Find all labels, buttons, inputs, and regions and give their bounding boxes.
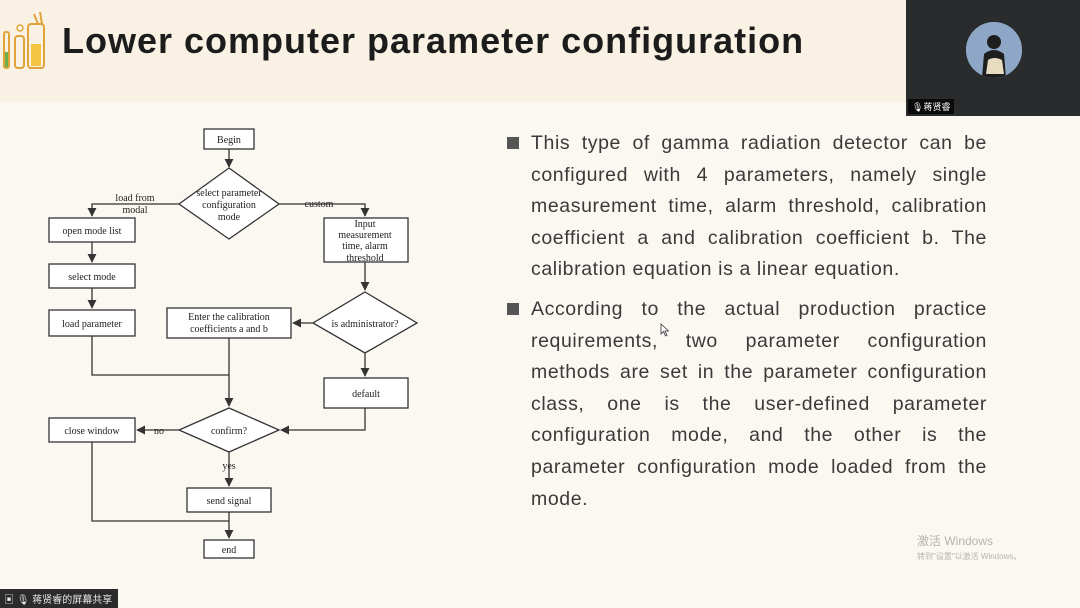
bullet-text: According to the actual production pract… bbox=[531, 297, 987, 510]
mic-icon: 🎙 bbox=[16, 595, 30, 606]
flow-calibration-node bbox=[166, 307, 292, 339]
bullet-square-icon bbox=[507, 302, 519, 315]
flow-close-window-node bbox=[48, 417, 136, 443]
flow-input-label-2: measurement bbox=[338, 230, 392, 241]
screen-share-icon: ▣ bbox=[4, 595, 14, 606]
screen-share-label: 蒋贤睿的屏幕共享 bbox=[32, 595, 113, 606]
flow-input-label-4: threshold bbox=[346, 253, 383, 264]
bullet-item: This type of gamma radiation detector ca… bbox=[507, 128, 987, 286]
bullet-item: According to the actual production pract… bbox=[507, 294, 987, 515]
participant-name-label: 🎙蒋贤睿 bbox=[908, 99, 955, 114]
flow-open-mode-list-label: open mode list bbox=[63, 226, 122, 237]
flow-input-label-3: time, alarm bbox=[342, 241, 388, 252]
flow-no-label: no bbox=[154, 426, 164, 437]
flow-begin-label: Begin bbox=[217, 135, 241, 146]
flow-load-from-label-2: modal bbox=[123, 205, 148, 216]
flow-yes-label: yes bbox=[222, 461, 235, 472]
flow-end-node bbox=[203, 539, 255, 559]
slide-header: Lower computer parameter configuration bbox=[0, 0, 1080, 102]
flow-select-mode-label: select mode bbox=[68, 272, 116, 283]
flow-end-label: end bbox=[222, 545, 236, 556]
flow-load-from-label-1: load from bbox=[115, 193, 154, 204]
flow-input-label-1: Input bbox=[354, 219, 375, 230]
watermark-line-2: 转到"设置"以激活 Windows。 bbox=[917, 552, 1022, 561]
microphone-icon: 🎙 bbox=[912, 102, 924, 112]
bullet-square-icon bbox=[507, 137, 519, 149]
flow-send-signal-node bbox=[186, 487, 272, 513]
bullet-text: This type of gamma radiation detector ca… bbox=[531, 132, 987, 281]
slide-title: Lower computer parameter configuration bbox=[62, 20, 805, 61]
flow-select-mode-diamond bbox=[177, 167, 281, 240]
flow-default-node bbox=[323, 377, 409, 409]
flow-select-label-1: select parameter bbox=[196, 188, 262, 199]
flow-admin-label: is administrator? bbox=[332, 319, 399, 330]
flow-input-node bbox=[323, 217, 409, 263]
screen-share-indicator[interactable]: ▣ 🎙 蒋贤睿的屏幕共享 bbox=[0, 589, 119, 608]
flow-select-label-2: configuration bbox=[202, 200, 256, 211]
flow-calibration-label-1: Enter the calibration bbox=[188, 312, 270, 323]
participant-avatar bbox=[966, 22, 1022, 78]
flow-load-parameter-label: load parameter bbox=[62, 319, 122, 330]
windows-activation-watermark: 激活 Windows 转到"设置"以激活 Windows。 bbox=[917, 532, 1021, 562]
flow-select-label-3: mode bbox=[218, 212, 241, 223]
flow-confirm-label: confirm? bbox=[211, 426, 248, 437]
lab-equipment-logo-icon bbox=[0, 10, 56, 74]
bullet-list: This type of gamma radiation detector ca… bbox=[507, 128, 987, 523]
flow-close-window-label: close window bbox=[64, 426, 120, 437]
flow-send-signal-label: send signal bbox=[207, 496, 252, 507]
flow-calibration-label-2: coefficients a and b bbox=[190, 324, 268, 335]
flowchart: Begin select parameter configuration mod… bbox=[40, 120, 460, 570]
flow-default-label: default bbox=[352, 389, 380, 400]
flow-custom-label: custom bbox=[305, 199, 334, 210]
watermark-line-1: 激活 Windows bbox=[917, 534, 994, 548]
webcam-video-tile[interactable]: 🎙蒋贤睿 bbox=[906, 0, 1080, 116]
